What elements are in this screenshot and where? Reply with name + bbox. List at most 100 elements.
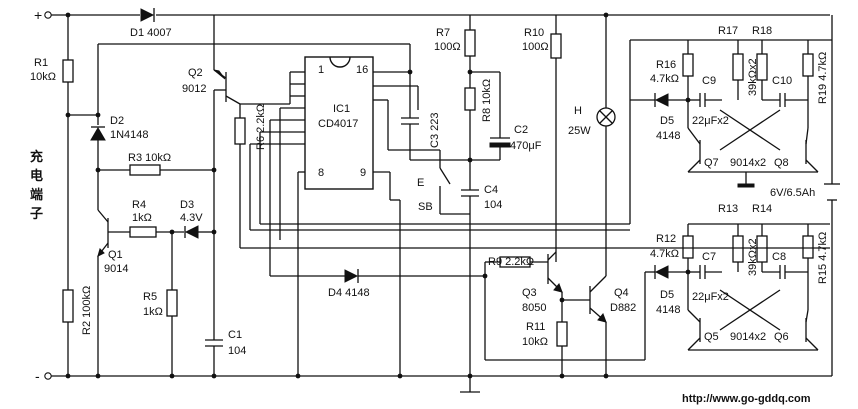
label-r12-value: 4.7kΩ xyxy=(650,248,679,260)
label-r13-14-value: 39kΩx2 xyxy=(747,238,759,276)
label-c1: C1 xyxy=(228,329,242,341)
label-r2: R2 100kΩ xyxy=(81,286,93,335)
label-q7-pair: 9014x2 xyxy=(730,157,766,169)
label-r16: R16 xyxy=(656,59,676,71)
label-d5-upper-value: 4148 xyxy=(656,130,680,142)
label-r5-value: 1kΩ xyxy=(143,306,163,318)
label-d3: D3 xyxy=(180,199,194,211)
diode-d4 xyxy=(344,269,359,283)
ic1-cd4017 xyxy=(304,56,374,190)
resistor-r4 xyxy=(129,226,157,238)
label-d2: D2 xyxy=(110,115,124,127)
resistor-r10 xyxy=(550,33,562,59)
zener-d3 xyxy=(184,225,199,239)
label-c7-value: 22μFx2 xyxy=(692,291,729,303)
lamp-h xyxy=(596,107,616,127)
diode-d1 xyxy=(140,8,155,22)
label-battery: 6V/6.5Ah xyxy=(770,187,815,199)
label-r4-value: 1kΩ xyxy=(132,212,152,224)
minus-label: - xyxy=(35,368,40,384)
label-r5: R5 xyxy=(143,291,157,303)
switch-sb xyxy=(439,167,470,215)
label-d3-value: 4.3V xyxy=(180,212,203,224)
label-pin9: 9 xyxy=(360,167,366,179)
label-c8: C8 xyxy=(772,251,786,263)
label-d4: D4 4148 xyxy=(328,287,370,299)
positive-rail xyxy=(44,11,215,70)
label-q3: Q3 xyxy=(522,287,537,299)
resistor-r3 xyxy=(129,164,161,176)
label-r10: R10 xyxy=(524,27,544,39)
label-r13: R13 xyxy=(718,203,738,215)
label-r17-18-value: 39kΩx2 xyxy=(747,58,759,96)
label-d5-lower: D5 xyxy=(660,289,674,301)
label-q4-value: D882 xyxy=(610,302,636,314)
resistor-r1 xyxy=(62,59,74,83)
label-h-value: 25W xyxy=(568,125,591,137)
label-r6: R6 2.2kΩ xyxy=(255,104,267,150)
flasher-lower xyxy=(610,223,830,361)
label-r7-value: 100Ω xyxy=(434,41,461,53)
label-c9: C9 xyxy=(702,75,716,87)
label-c4-value: 104 xyxy=(484,199,502,211)
label-r1-value: 10kΩ xyxy=(30,71,56,83)
label-ic1: IC1 xyxy=(333,103,350,115)
transistor-q4 xyxy=(589,275,607,323)
charge-terminal-char-3: 端 xyxy=(30,187,43,203)
label-q2-value: 9012 xyxy=(182,83,206,95)
label-r3: R3 10kΩ xyxy=(128,152,171,164)
label-pin1: 1 xyxy=(318,64,324,76)
label-d5-upper: D5 xyxy=(660,115,674,127)
label-r12: R12 xyxy=(656,233,676,245)
resistor-r6 xyxy=(234,117,246,145)
label-q5-pair: 9014x2 xyxy=(730,331,766,343)
battery xyxy=(824,15,840,201)
label-r4: R4 xyxy=(132,199,146,211)
label-ic1-value: CD4017 xyxy=(318,118,358,130)
label-c2: C2 xyxy=(514,124,528,136)
label-h: H xyxy=(574,105,582,117)
label-q5: Q5 xyxy=(704,331,719,343)
source-url: http://www.go-gddq.com xyxy=(682,393,811,405)
transistor-q1 xyxy=(97,209,109,257)
resistor-r5 xyxy=(166,289,178,317)
label-c4: C4 xyxy=(484,184,498,196)
charge-terminal-char-4: 子 xyxy=(30,207,43,222)
label-c9-value: 22μFx2 xyxy=(692,115,729,127)
label-q1-value: 9014 xyxy=(104,263,128,275)
capacitor-c2 xyxy=(489,137,511,148)
label-c2-value: 470μF xyxy=(510,140,542,152)
label-sb: SB xyxy=(418,201,433,213)
label-r8: R8 10kΩ xyxy=(481,79,493,122)
label-r1: R1 xyxy=(34,57,48,69)
charge-terminal-char-1: 充 xyxy=(30,149,43,165)
label-q3-value: 8050 xyxy=(522,302,546,314)
label-r19: R19 4.7kΩ xyxy=(817,52,829,104)
resistor-r11 xyxy=(556,321,568,347)
label-q4: Q4 xyxy=(614,287,629,299)
plus-terminal xyxy=(44,11,52,19)
label-r15: R15 4.7kΩ xyxy=(817,232,829,284)
label-q7: Q7 xyxy=(704,157,719,169)
label-c10: C10 xyxy=(772,75,792,87)
label-r11: R11 xyxy=(526,321,545,333)
label-r18: R18 xyxy=(752,25,772,37)
label-d5-lower-value: 4148 xyxy=(656,304,680,316)
label-c3: C3 223 xyxy=(429,113,441,148)
label-q2: Q2 xyxy=(188,67,203,79)
label-e: E xyxy=(417,177,424,189)
resistor-r2 xyxy=(62,289,74,323)
label-r14: R14 xyxy=(752,203,772,215)
label-q6: Q6 xyxy=(774,331,789,343)
label-pin8: 8 xyxy=(318,167,324,179)
transistor-q3 xyxy=(547,251,563,293)
label-r11-value: 10kΩ xyxy=(522,336,548,348)
label-r10-value: 100Ω xyxy=(522,41,549,53)
label-r7: R7 xyxy=(436,27,450,39)
label-q8: Q8 xyxy=(774,157,789,169)
label-r9: R9 2.2kΩ xyxy=(488,256,534,268)
diode-d2 xyxy=(90,126,106,141)
label-r16-value: 4.7kΩ xyxy=(650,73,679,85)
label-d2-value: 1N4148 xyxy=(110,129,149,141)
